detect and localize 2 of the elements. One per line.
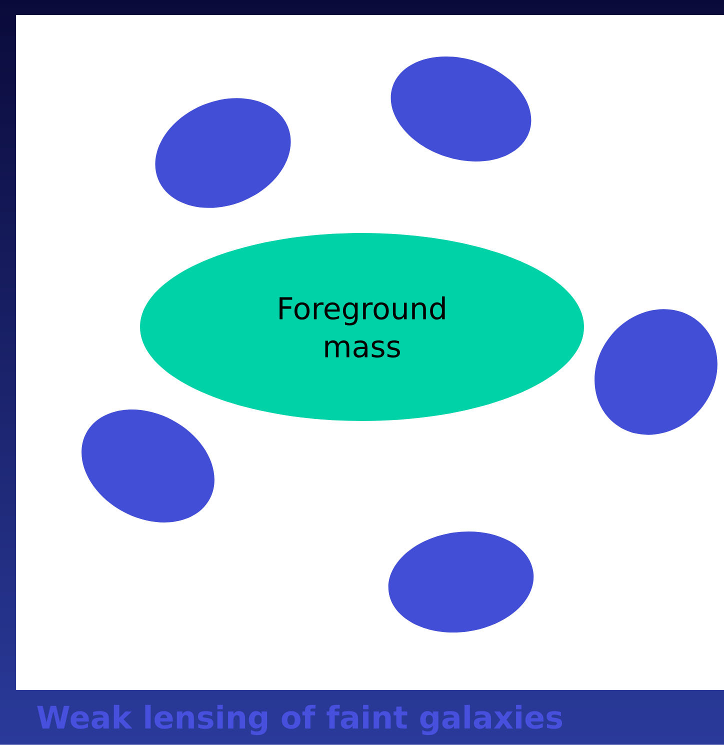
caption: Weak lensing of faint galaxies <box>37 704 562 736</box>
galaxy-ellipse <box>388 532 534 632</box>
